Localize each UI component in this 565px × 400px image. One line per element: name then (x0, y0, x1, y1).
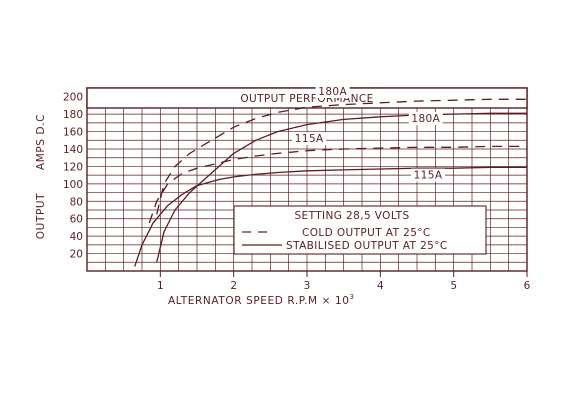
tick-labels: 1 2 3 4 5 6 20 40 60 80 100 120 140 160 180 200 (63, 92, 531, 292)
x-tick-label: 4 (377, 280, 384, 292)
y-tick-label: 80 (70, 196, 83, 208)
y-axis-label-output: OUTPUT (35, 193, 47, 239)
series-label-2: 115A (295, 133, 324, 145)
y-tick-label: 20 (70, 249, 83, 261)
annotation-backing (408, 111, 443, 125)
series-annotations: 180A 180A 115A 115A (292, 84, 445, 182)
legend-entry-stabilised: STABILISED OUTPUT AT 25°C (286, 240, 448, 252)
chart-title: OUTPUT PERFORMANCE (240, 93, 373, 105)
y-tick-label: 200 (63, 92, 83, 104)
legend-box (233, 205, 487, 255)
annotation-backing (292, 132, 327, 146)
x-tick-label: 1 (157, 280, 164, 292)
y-axis-label-amps: AMPS D.C (35, 114, 47, 170)
x-axis-label-main: ALTERNATOR SPEED R.P.M × 10 (168, 295, 350, 307)
x-tick-label: 3 (304, 280, 311, 292)
legend-header: SETTING 28,5 VOLTS (294, 210, 409, 222)
series-label-0: 180A (318, 86, 347, 98)
series-label-1: 180A (411, 113, 440, 125)
series-line-0 (156, 98, 527, 215)
y-tick-label: 40 (70, 231, 83, 243)
x-tick-label: 2 (230, 280, 237, 292)
series-line-3 (134, 166, 527, 267)
y-tick-label: 140 (63, 144, 83, 156)
y-tick-label: 100 (63, 179, 83, 191)
x-axis-label-exponent: 3 (350, 293, 355, 301)
legend-entry-cold: COLD OUTPUT AT 25°C (302, 227, 431, 239)
x-tick-label: 6 (524, 280, 531, 292)
y-tick-label: 60 (70, 214, 83, 226)
y-tick-label: 160 (63, 127, 83, 139)
series-label-3: 115A (414, 170, 443, 182)
title-box (86, 87, 528, 109)
series-line-2 (148, 145, 527, 224)
annotation-backing (315, 84, 350, 98)
y-tick-label: 120 (63, 161, 83, 173)
y-tick-label: 180 (63, 109, 83, 121)
legend: SETTING 28,5 VOLTS COLD OUTPUT AT 25°C S… (233, 205, 487, 255)
x-tick-label: 5 (450, 280, 457, 292)
annotation-backing (411, 168, 445, 182)
x-axis-label: ALTERNATOR SPEED R.P.M × 103 (168, 293, 355, 307)
